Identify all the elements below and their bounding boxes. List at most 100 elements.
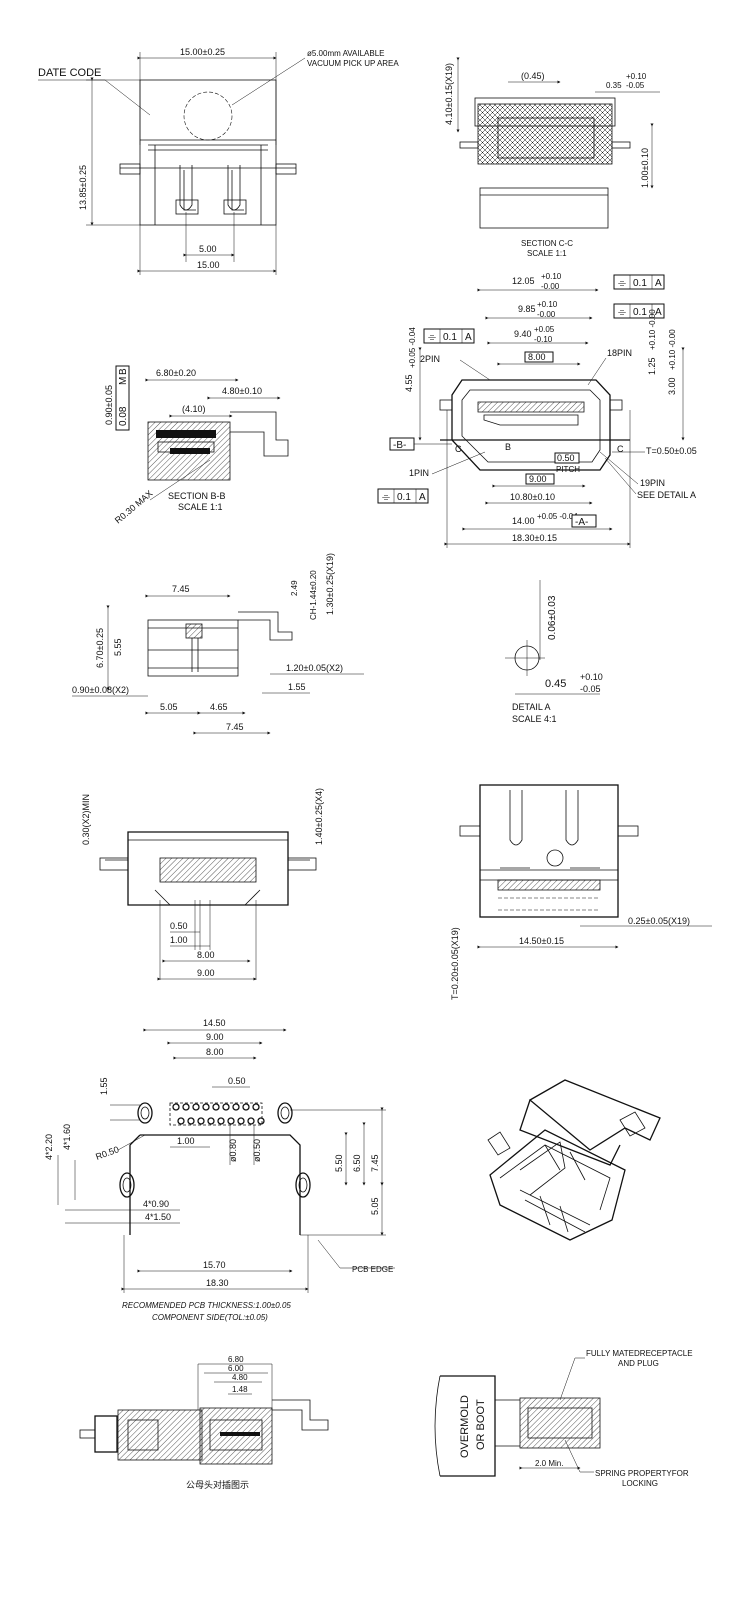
svg-text:R0.50: R0.50 [94, 1144, 120, 1162]
svg-text:0.06±0.03: 0.06±0.03 [547, 595, 558, 640]
cc-pin-row [497, 117, 595, 159]
svg-text:8.00: 8.00 [206, 1047, 224, 1057]
cc-title: SECTION C-C [521, 239, 573, 248]
bottom-body [479, 784, 619, 918]
svg-text:8.00: 8.00 [197, 950, 215, 960]
svg-text:B: B [505, 442, 511, 452]
svg-text:A: A [465, 332, 472, 343]
svg-text:1.20±0.05(X2): 1.20±0.05(X2) [286, 663, 343, 673]
svg-text:⌯: ⌯ [618, 307, 626, 318]
svg-text:A: A [655, 307, 662, 318]
svg-text:-B-: -B- [393, 440, 406, 451]
svg-text:0.08: 0.08 [118, 406, 129, 426]
svg-text:4*0.90: 4*0.90 [143, 1199, 169, 1209]
bb-scale: SCALE 1:1 [178, 502, 223, 512]
svg-text:6.80: 6.80 [228, 1355, 244, 1364]
svg-text:R0.30 MAX: R0.30 MAX [113, 488, 155, 525]
date-code-label: DATE CODE [38, 67, 101, 79]
pcb-layout: 14.50 9.00 8.00 0.50 1.55 1.00 4*2.20 4*… [44, 1018, 395, 1322]
svg-text:A: A [655, 278, 662, 289]
svg-text:OVERMOLD: OVERMOLD [459, 1395, 471, 1458]
front-view: 12.05 +0.10 -0.00 ⌯ 0.1 A 9.85 +0.10 -0.… [377, 272, 697, 548]
fcf-3: ⌯ 0.1 A [423, 328, 475, 344]
svg-text:1.48: 1.48 [232, 1385, 248, 1394]
svg-text:SEE DETAIL A: SEE DETAIL A [637, 490, 696, 500]
svg-text:⌯: ⌯ [618, 278, 626, 289]
svg-text:15.70: 15.70 [203, 1260, 226, 1270]
cc-045-dim: (0.45) [521, 71, 545, 81]
svg-text:5.50: 5.50 [334, 1154, 344, 1172]
svg-text:4.65: 4.65 [210, 702, 228, 712]
pitch-5-dim: 5.00 [199, 244, 217, 254]
svg-text:0.90±0.05: 0.90±0.05 [104, 385, 114, 425]
svg-text:6.50: 6.50 [352, 1154, 362, 1172]
bottom-contacts [497, 879, 601, 911]
section-bb: 6.80±0.20 4.80±0.10 (4.10) 0.90±0.05 0.0… [104, 365, 289, 526]
pcb-note-1: RECOMMENDED PCB THICKNESS:1.00±0.05 [122, 1301, 291, 1310]
svg-text:4*1.50: 4*1.50 [145, 1212, 171, 1222]
svg-text:C: C [455, 444, 462, 454]
svg-text:OR BOOT: OR BOOT [475, 1399, 487, 1450]
svg-text:10.80±0.10: 10.80±0.10 [510, 492, 555, 502]
svg-text:4*1.60: 4*1.60 [62, 1124, 72, 1150]
svg-text:-0.00: -0.00 [537, 310, 556, 319]
datum-b: -B- [389, 437, 415, 451]
rear-view: 0.30(X2)MIN 1.40±0.25(X4) 0.50 1.00 8.00… [81, 788, 324, 981]
svg-text:1.25: 1.25 [647, 357, 657, 375]
svg-text:5.05: 5.05 [160, 702, 178, 712]
detail-a: 0.06±0.03 0.45 +0.10 -0.05 DETAIL A SCAL… [505, 580, 603, 724]
bb-title: SECTION B-B [168, 491, 226, 501]
svg-text:⌯: ⌯ [428, 332, 436, 343]
svg-text:1.30±0.25(X19): 1.30±0.25(X19) [325, 553, 335, 615]
detail-a-scale: SCALE 4:1 [512, 714, 557, 724]
svg-text:0.1: 0.1 [633, 278, 647, 289]
svg-text:2.0 Min.: 2.0 Min. [535, 1459, 563, 1468]
svg-text:B: B [118, 368, 129, 375]
svg-text:14.00: 14.00 [512, 516, 535, 526]
svg-text:6.70±0.25: 6.70±0.25 [95, 628, 105, 668]
svg-text:18PIN: 18PIN [607, 348, 632, 358]
width-top-dim: 15.00±0.25 [180, 47, 225, 57]
svg-text:19PIN: 19PIN [640, 478, 665, 488]
cc-height-left-dim: 4.10±0.15(X19) [444, 63, 454, 125]
mated-view: 6.80 6.00 4.80 1.48 公母头对插图示 [79, 1355, 329, 1490]
svg-text:+0.05 -0.04: +0.05 -0.04 [408, 327, 417, 368]
svg-text:1.00: 1.00 [170, 935, 188, 945]
svg-text:9.00: 9.00 [529, 474, 547, 484]
svg-text:CH-1.44±0.20: CH-1.44±0.20 [309, 570, 318, 620]
cc-scale: SCALE 1:1 [527, 249, 567, 258]
svg-text:⌯: ⌯ [382, 492, 390, 503]
width-bottom-dim: 15.00 [197, 260, 220, 270]
svg-text:6.80±0.20: 6.80±0.20 [156, 368, 196, 378]
svg-text:LOCKING: LOCKING [622, 1479, 658, 1488]
svg-text:0.45: 0.45 [545, 678, 566, 690]
rear-pins [159, 857, 257, 883]
iso-body [489, 1129, 626, 1241]
svg-text:2.49: 2.49 [290, 580, 299, 596]
svg-text:SPRING PROPERTYFOR: SPRING PROPERTYFOR [595, 1469, 689, 1478]
datum-a: -A- [571, 514, 597, 528]
pickup-note-1: ø5.00mm AVAILABLE [307, 49, 385, 58]
svg-text:AND PLUG: AND PLUG [618, 1359, 659, 1368]
svg-text:9.40: 9.40 [514, 329, 532, 339]
svg-text:+0.05 -0.04: +0.05 -0.04 [537, 512, 578, 521]
svg-text:PITCH: PITCH [556, 465, 580, 474]
fcf-4: ⌯ 0.1 A [377, 488, 429, 504]
svg-text:3.00: 3.00 [667, 377, 677, 395]
vacuum-pickup-circle [183, 91, 233, 141]
svg-text:+0.10: +0.10 [537, 300, 558, 309]
svg-text:9.00: 9.00 [197, 968, 215, 978]
fcf-2: ⌯ 0.1 A [613, 303, 665, 319]
overmold-view: OVERMOLD OR BOOT FULLY MATEDRECEPTACLE A… [434, 1349, 693, 1488]
svg-text:9.00: 9.00 [206, 1032, 224, 1042]
svg-text:T=0.50±0.05: T=0.50±0.05 [646, 446, 697, 456]
svg-text:0.50: 0.50 [228, 1076, 246, 1086]
svg-text:0.35: 0.35 [606, 81, 622, 90]
svg-text:8.00: 8.00 [528, 352, 546, 362]
pcb-pads [137, 1102, 293, 1126]
svg-text:+0.10: +0.10 [580, 672, 603, 682]
svg-text:-0.10: -0.10 [534, 335, 553, 344]
svg-text:7.45: 7.45 [370, 1154, 380, 1172]
svg-text:0.1: 0.1 [443, 332, 457, 343]
fcf-1: ⌯ 0.1 A [613, 274, 665, 290]
